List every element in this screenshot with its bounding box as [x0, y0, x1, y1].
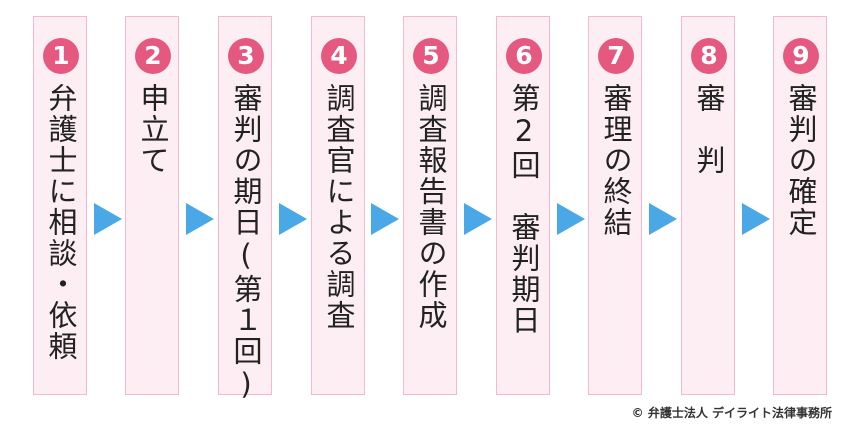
step-label: 第2回 審判期日	[507, 83, 541, 336]
right-arrow-icon	[279, 203, 307, 235]
right-arrow-icon	[186, 203, 214, 235]
step-number-badge: 2	[135, 38, 171, 74]
step-8: 8 審 判	[681, 16, 735, 395]
step-label: 審判の期日(第１回)	[229, 83, 263, 403]
step-label: 審 判	[692, 83, 726, 176]
step-label: 調査報告書の作成	[414, 83, 448, 331]
right-arrow-icon	[94, 203, 122, 235]
right-arrow-icon	[649, 203, 677, 235]
step-label: 申立て	[136, 83, 170, 176]
right-arrow-icon	[557, 203, 585, 235]
step-7: 7 審理の終結	[588, 16, 642, 395]
step-number-badge: 8	[691, 38, 727, 74]
step-number-badge: 6	[506, 38, 542, 74]
step-4: 4 調査官による調査	[311, 16, 365, 395]
step-label: 調査官による調査	[322, 83, 356, 331]
step-number-badge: 5	[413, 38, 449, 74]
right-arrow-icon	[742, 203, 770, 235]
step-2: 2 申立て	[125, 16, 179, 395]
right-arrow-icon	[464, 203, 492, 235]
step-9: 9 審判の確定	[773, 16, 827, 395]
step-number-badge: 3	[228, 38, 264, 74]
step-3: 3 審判の期日(第１回)	[218, 16, 272, 403]
copyright-notice: © 弁護士法人 デイライト法律事務所	[631, 406, 832, 420]
step-number-badge: 1	[43, 38, 79, 74]
step-label: 審理の終結	[599, 83, 633, 238]
step-5: 5 調査報告書の作成	[403, 16, 457, 395]
step-6: 6 第2回 審判期日	[496, 16, 550, 395]
step-number-badge: 9	[783, 38, 819, 74]
step-1: 1 弁護士に相談・依頼	[33, 16, 87, 395]
step-number-badge: 4	[321, 38, 357, 74]
right-arrow-icon	[371, 203, 399, 235]
step-number-badge: 7	[598, 38, 634, 74]
step-label: 弁護士に相談・依頼	[44, 83, 78, 362]
step-label: 審判の確定	[784, 83, 818, 238]
